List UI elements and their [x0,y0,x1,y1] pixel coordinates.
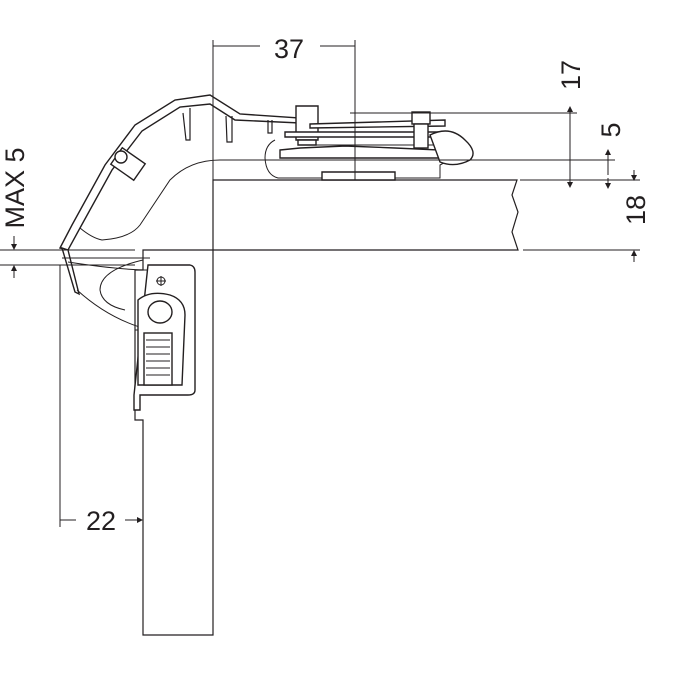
hinge-mechanism [58,94,520,411]
door-panel [212,179,519,251]
dim-label-5: 5 [596,122,626,137]
dim-label-22: 22 [86,506,116,536]
dim-label-17: 17 [556,60,586,90]
dim-label-37: 37 [274,34,304,64]
dimension-lines [0,40,640,527]
dim-label-18: 18 [621,195,651,225]
dim-label-max-5: MAX 5 [0,147,30,228]
